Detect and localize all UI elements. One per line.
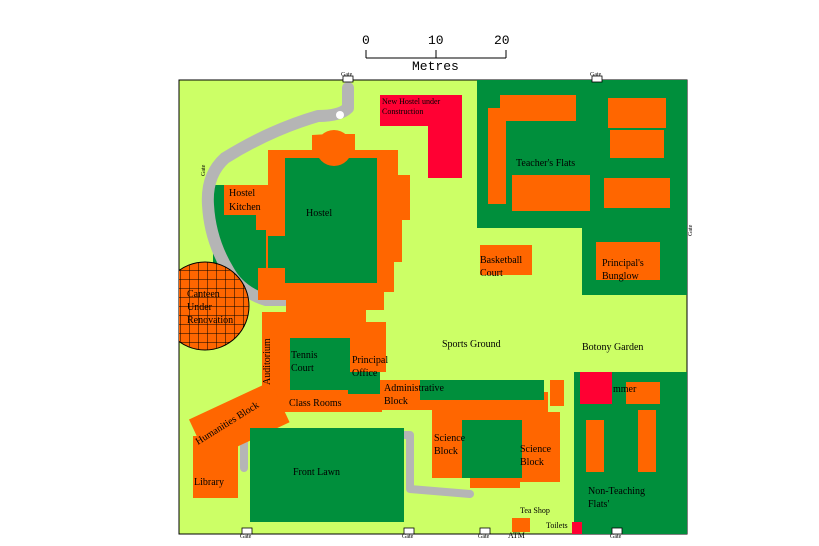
tea-shop [512, 518, 530, 532]
label-sports-ground: Sports Ground [442, 339, 501, 350]
scale-unit: Metres [412, 59, 459, 74]
library-building [193, 436, 238, 498]
scale-tick-10: 10 [428, 33, 444, 48]
principal-office-garden [348, 372, 380, 394]
label-gate-bottom-3: Gate [478, 534, 490, 540]
toilets [572, 522, 582, 534]
label-principal-office-1: Principal [352, 355, 388, 366]
label-canteen-1: Canteen [187, 289, 220, 300]
label-gate-bottom-2: Gate [402, 534, 414, 540]
label-non-teaching-1: Non-Teaching [588, 486, 645, 497]
label-science-1b: Block [434, 446, 458, 457]
label-admin-1: Administrative [384, 383, 445, 394]
label-canteen-2: Under [187, 302, 213, 313]
principals-bungalow [596, 242, 660, 280]
label-tennis-2: Court [291, 363, 314, 374]
label-science-2b: Block [520, 457, 544, 468]
label-gate-top-right: Gate [590, 72, 602, 78]
admin-green-strip [420, 380, 544, 400]
summer-house [580, 372, 612, 404]
label-basketball-1: Basketball [480, 255, 522, 266]
label-gate-right: Gate [688, 224, 694, 236]
label-tennis-1: Tennis [291, 350, 318, 361]
label-botany-garden: Botony Garden [582, 342, 643, 353]
label-gate-top-left: Gate [341, 72, 353, 78]
scale-bar: 0 10 20 Metres [362, 33, 510, 74]
label-tea-shop: Tea Shop [520, 506, 550, 515]
label-basketball-2: Court [480, 268, 503, 279]
front-lawn [250, 428, 404, 522]
science-courtyard [462, 420, 522, 478]
label-atm: ATM [508, 531, 525, 540]
label-library: Library [194, 477, 224, 488]
label-new-hostel-1: New Hostel under [382, 97, 441, 106]
label-bungalow-1: Principal's [602, 258, 644, 269]
label-science-2a: Science [520, 444, 552, 455]
scale-tick-20: 20 [494, 33, 510, 48]
roundabout-marker [336, 111, 344, 119]
label-summer: mmer [613, 384, 637, 395]
label-hostel: Hostel [306, 208, 332, 219]
teachers-flats-buildings [488, 95, 670, 211]
label-gate-bottom-4: Gate [610, 534, 622, 540]
label-class-rooms: Class Rooms [289, 398, 342, 409]
scale-tick-0: 0 [362, 33, 370, 48]
label-teachers-flats: Teacher's Flats [516, 158, 575, 169]
label-front-lawn: Front Lawn [293, 467, 340, 478]
label-bungalow-2: Bunglow [602, 271, 639, 282]
hostel-kitchen-building [224, 185, 268, 215]
hostel-building [256, 130, 410, 322]
sports-marker [550, 380, 564, 406]
label-admin-2: Block [384, 396, 408, 407]
label-canteen-3: Renovation [187, 315, 233, 326]
label-gate-left: Gate [201, 164, 207, 176]
label-auditorium: Auditorium [262, 338, 273, 385]
canteen-building [179, 261, 250, 351]
label-hostel-kitchen-1: Hostel [229, 188, 255, 199]
tennis-court [290, 338, 350, 390]
basketball-court [480, 245, 532, 275]
label-science-1a: Science [434, 433, 466, 444]
label-toilets: Toilets [546, 521, 568, 530]
label-hostel-kitchen-2: Kitchen [229, 202, 261, 213]
new-hostel-construction [380, 95, 462, 178]
gate-markers [241, 75, 623, 535]
label-principal-office-2: Office [352, 368, 378, 379]
label-gate-bottom-1: Gate [240, 534, 252, 540]
label-new-hostel-2: Construction [382, 107, 423, 116]
label-non-teaching-2: Flats' [588, 499, 609, 510]
non-teaching-flats-buildings [586, 382, 660, 472]
